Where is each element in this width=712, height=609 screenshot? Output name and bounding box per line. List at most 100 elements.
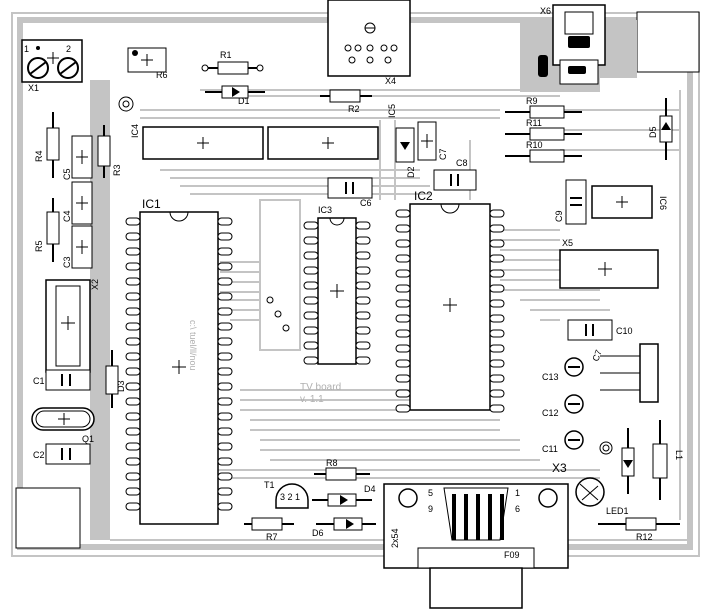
label-x3-pin9: 9 <box>428 504 433 514</box>
ic-pin-pad <box>489 329 505 338</box>
ic-pin-pad <box>489 269 505 278</box>
ic-pin-pad <box>355 251 371 260</box>
ic-pin-pad <box>395 314 411 323</box>
ic-pin-pad <box>125 292 141 301</box>
label-r9: R9 <box>526 96 538 106</box>
ic-pin-pad <box>125 382 141 391</box>
ic-pin-pad <box>303 296 319 305</box>
label-ic3: IC3 <box>318 205 332 215</box>
capacitor-c10 <box>567 319 613 341</box>
label-c4: C4 <box>62 210 72 222</box>
connector-x1 <box>21 39 83 83</box>
ic-pin-pad <box>125 412 141 421</box>
label-l1: L1 <box>674 450 684 460</box>
ic-ic6 <box>591 185 653 219</box>
label-c1: C1 <box>33 376 45 386</box>
label-r2: R2 <box>348 104 360 114</box>
ic-pin-pad <box>489 314 505 323</box>
diode-d4 <box>312 493 372 507</box>
ic-pin-pad <box>217 247 233 256</box>
capacitor-c7 <box>417 121 437 161</box>
ic-pin-pad <box>125 337 141 346</box>
label-d1: D1 <box>238 96 250 106</box>
regulator-l1 <box>600 343 659 403</box>
label-r7: R7 <box>266 532 278 542</box>
label-c3: C3 <box>62 256 72 268</box>
connector-x5 <box>559 249 659 289</box>
capacitor-c5 <box>71 135 93 179</box>
resistor-r1 <box>201 61 264 75</box>
ic-pin-pad <box>125 487 141 496</box>
ic-ic4 <box>142 126 379 160</box>
label-c9: C9 <box>554 210 564 222</box>
ic-pin-pad <box>395 209 411 218</box>
capacitor-c1 <box>45 369 91 391</box>
board-version-text: v. 1.1 <box>300 394 324 405</box>
label-r8: R8 <box>326 458 338 468</box>
label-r5: R5 <box>34 240 44 252</box>
label-x6: X6 <box>540 6 551 16</box>
ic-pin-pad <box>217 382 233 391</box>
ic-pin-pad <box>217 412 233 421</box>
ic-pin-pad <box>217 292 233 301</box>
ic-ic3 <box>317 217 357 365</box>
ic-pin-pad <box>217 277 233 286</box>
label-x3: X3 <box>552 461 567 475</box>
connector-x4 <box>327 0 411 77</box>
ic-pin-pad <box>355 326 371 335</box>
capacitor-c8 <box>433 169 477 191</box>
ic-pin-pad <box>217 472 233 481</box>
ic-pin-pad <box>125 262 141 271</box>
transistor-t1 <box>275 483 309 509</box>
ic-pin-pad <box>125 457 141 466</box>
ic-pin-pad <box>395 389 411 398</box>
label-f09: F09 <box>504 550 520 560</box>
vias <box>266 296 290 332</box>
connector-x2 <box>45 279 91 373</box>
label-t1-pins: 3 2 1 <box>280 492 300 502</box>
ic-pin-pad <box>217 442 233 451</box>
ic-pin-pad <box>125 397 141 406</box>
resistor-r10 <box>505 149 582 163</box>
ic-pin-pad <box>217 487 233 496</box>
ic-pin-pad <box>355 311 371 320</box>
resistor-r7 <box>244 517 294 531</box>
label-x3-side: 2x54 <box>390 528 400 548</box>
ic-pin-pad <box>489 389 505 398</box>
label-c13: C13 <box>542 372 559 382</box>
ic-pin-pad <box>125 322 141 331</box>
label-c12: C12 <box>542 408 559 418</box>
ic-pin-pad <box>303 326 319 335</box>
ic-pin-pad <box>355 221 371 230</box>
led-led1 <box>575 477 605 507</box>
ic-pin-pad <box>489 404 505 413</box>
label-c2: C2 <box>33 450 45 460</box>
capacitor-c12 <box>564 394 584 414</box>
label-c5: C5 <box>62 168 72 180</box>
ic-pin-pad <box>217 262 233 271</box>
ic-pin-pad <box>489 224 505 233</box>
ic-pin-pad <box>489 299 505 308</box>
ic-pin-pad <box>395 329 411 338</box>
label-ic4: IC4 <box>130 124 140 138</box>
label-x1-pin1: 1 <box>24 44 29 54</box>
ic-pin-pad <box>489 284 505 293</box>
label-x3-pin5: 5 <box>428 488 433 498</box>
ic-pin-pad <box>125 307 141 316</box>
corner-cutout-bottom-left <box>15 487 81 549</box>
label-led1: LED1 <box>606 506 629 516</box>
resistor-r5 <box>46 198 60 262</box>
ic-pin-pad <box>303 341 319 350</box>
label-c8: C8 <box>456 158 468 168</box>
label-r6: R6 <box>156 70 168 80</box>
ic-pin-pad <box>217 217 233 226</box>
ic-pin-pad <box>355 341 371 350</box>
resistor-r4 <box>46 112 60 178</box>
ic-pin-pad <box>217 457 233 466</box>
label-q1: Q1 <box>82 434 94 444</box>
ic-pin-pad <box>489 239 505 248</box>
connector-x6 <box>538 4 606 85</box>
diode-right-vertical <box>621 428 635 494</box>
diode-d3 <box>105 350 119 408</box>
ic-pin-pad <box>355 266 371 275</box>
